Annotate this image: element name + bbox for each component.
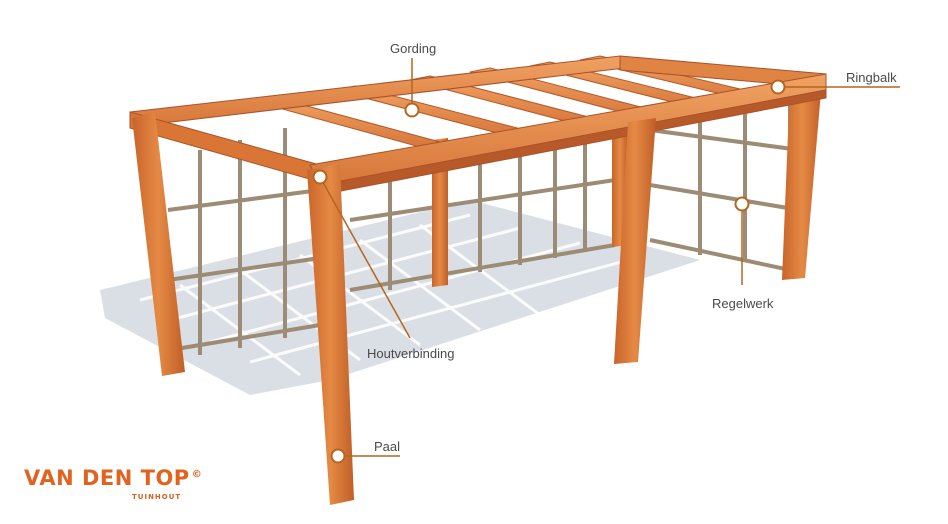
gording-label: Gording: [390, 41, 437, 56]
copyright-mark: ©: [191, 469, 203, 480]
callout-dots: [312, 79, 786, 464]
callout-lines: [319, 58, 900, 457]
brand-subtitle: TUINHOUT: [132, 493, 182, 501]
gording-dot: [404, 102, 420, 118]
regelwerk-dot: [734, 196, 750, 212]
brand-logo: VAN DEN TOP©: [24, 466, 202, 490]
back-posts: [432, 80, 822, 287]
front-posts: [132, 112, 656, 505]
ground-shadow: [100, 200, 700, 395]
houtverbinding-label: Houtverbinding: [367, 346, 455, 361]
ring-beams: [129, 55, 827, 196]
paal-label: Paal: [374, 439, 401, 454]
paal-dot: [330, 448, 346, 464]
back-frame: [167, 95, 801, 355]
houtverbinding-dot: [312, 169, 328, 185]
ringbalk-label: Ringbalk: [846, 70, 897, 85]
regelwerk-label: Regelwerk: [712, 296, 774, 311]
ringbalk-dot: [770, 79, 786, 95]
brand-name: VAN DEN TOP: [24, 466, 190, 490]
